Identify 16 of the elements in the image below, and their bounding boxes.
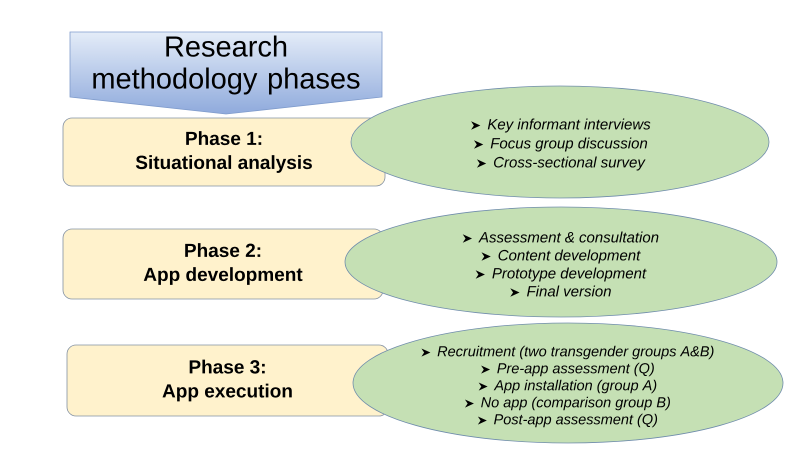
list-item: Focus group discussion xyxy=(490,138,648,152)
rounded-box: Phase 1: Situational analysis xyxy=(62,118,386,186)
list-item: Prototype development xyxy=(492,268,647,282)
list-item: Content development xyxy=(498,250,641,264)
rounded-box: Phase 3: App execution xyxy=(66,344,388,416)
list-item: App installation (group A) xyxy=(494,380,656,394)
list-item: Pre-app assessment (Q) xyxy=(497,362,654,376)
arrow-callout: Research methodology phases xyxy=(70,32,382,114)
list-item: Cross-sectional survey xyxy=(494,156,646,170)
list-item: No app (comparison group B) xyxy=(481,396,670,410)
list-item: Final version xyxy=(526,286,611,297)
list-item: Key informant interviews xyxy=(488,118,650,132)
list-item: Post-app assessment (Q) xyxy=(494,414,658,428)
rounded-box: Phase 2: App development xyxy=(62,228,384,300)
list-item: Assessment & consultation xyxy=(478,232,658,243)
list-item: Recruitment (two transgender groups A&B) xyxy=(438,346,714,360)
